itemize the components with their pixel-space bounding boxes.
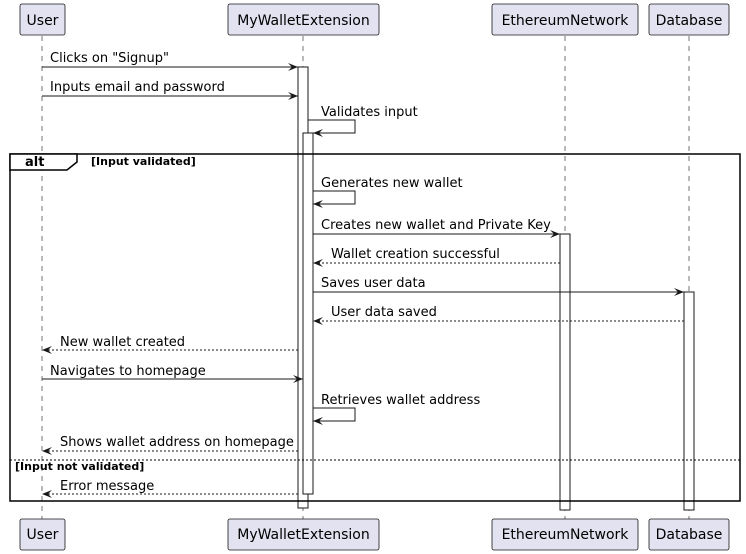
participant-user-top[interactable]: User xyxy=(19,3,66,36)
arrowhead-icon xyxy=(313,259,323,267)
message-label: Navigates to homepage xyxy=(50,364,206,379)
message: Shows wallet address on homepage xyxy=(42,435,298,455)
participant-eth-top[interactable]: EthereumNetwork xyxy=(491,3,639,36)
message: Validates input xyxy=(308,105,418,137)
message: Creates new wallet and Private Key xyxy=(313,218,560,238)
participant-box xyxy=(227,3,380,36)
message: Error message xyxy=(42,479,298,498)
alt-keyword: alt xyxy=(25,155,44,170)
arrowhead-icon xyxy=(42,490,52,498)
participant-box xyxy=(648,518,730,551)
alt-guard-validated: [Input validated] xyxy=(91,155,196,168)
alt-guard-not-validated: [Input not validated] xyxy=(15,460,144,473)
arrowhead-icon xyxy=(313,200,323,208)
participant-label: MyWalletExtension xyxy=(237,527,370,543)
message-label: Wallet creation successful xyxy=(331,247,500,262)
message-label: Shows wallet address on homepage xyxy=(60,435,294,450)
participant-db-bottom[interactable]: Database xyxy=(648,518,730,551)
participant-ext-bottom[interactable]: MyWalletExtension xyxy=(227,518,380,551)
participant-box xyxy=(19,518,66,551)
participant-label: Database xyxy=(656,13,723,29)
message: Inputs email and password xyxy=(42,80,298,100)
messages: Clicks on "Signup" Inputs email and passw… xyxy=(42,51,684,498)
message-label: Clicks on "Signup" xyxy=(50,51,169,66)
message: Navigates to homepage xyxy=(42,364,303,383)
alt-fragment: alt [Input validated] [Input not validat… xyxy=(9,153,741,502)
participant-box xyxy=(227,518,380,551)
message-label: Error message xyxy=(60,479,154,494)
participant-box xyxy=(491,518,639,551)
participant-db-top[interactable]: Database xyxy=(648,3,730,36)
participant-label: User xyxy=(27,527,59,543)
arrowhead-icon xyxy=(313,129,323,137)
participant-box xyxy=(491,3,639,36)
participants-bottom: User MyWalletExtension EthereumNetwork D… xyxy=(19,518,730,551)
participants-top: User MyWalletExtension EthereumNetwork D… xyxy=(19,3,730,36)
activation-ext-inner xyxy=(302,132,314,495)
participant-eth-bottom[interactable]: EthereumNetwork xyxy=(491,518,639,551)
message-label: Validates input xyxy=(321,105,418,120)
alt-tab xyxy=(9,153,78,171)
arrowhead-icon xyxy=(550,230,560,238)
activation-eth xyxy=(559,233,571,511)
participant-label: MyWalletExtension xyxy=(237,13,370,29)
participant-box xyxy=(648,3,730,36)
message-label: Saves user data xyxy=(321,276,426,291)
message: Saves user data xyxy=(313,276,684,296)
arrowhead-icon xyxy=(42,346,52,354)
message-line xyxy=(313,407,356,422)
participant-label: EthereumNetwork xyxy=(502,13,630,29)
message-label: Creates new wallet and Private Key xyxy=(321,218,551,233)
participant-label: User xyxy=(27,13,59,29)
arrowhead-icon xyxy=(293,375,303,383)
participant-label: EthereumNetwork xyxy=(502,527,630,543)
message-label: User data saved xyxy=(331,305,437,320)
participant-box xyxy=(19,3,66,36)
message: Clicks on "Signup" xyxy=(42,51,298,71)
arrowhead-icon xyxy=(313,317,323,325)
message: Retrieves wallet address xyxy=(313,393,480,425)
activation-bars xyxy=(297,66,695,511)
participant-ext-top[interactable]: MyWalletExtension xyxy=(227,3,380,36)
message-label: Inputs email and password xyxy=(50,80,225,95)
arrowhead-icon xyxy=(288,63,298,71)
participant-user-bottom[interactable]: User xyxy=(19,518,66,551)
message-line xyxy=(308,119,356,134)
message: Generates new wallet xyxy=(313,176,463,208)
message-label: Generates new wallet xyxy=(321,176,463,191)
message-label: New wallet created xyxy=(60,335,185,350)
activation-db xyxy=(683,291,695,511)
arrowhead-icon xyxy=(42,447,52,455)
message: Wallet creation successful xyxy=(313,247,560,267)
arrowhead-icon xyxy=(674,288,684,296)
message-label: Retrieves wallet address xyxy=(321,393,480,408)
arrowhead-icon xyxy=(313,417,323,425)
arrowhead-icon xyxy=(288,92,298,100)
alt-frame xyxy=(9,153,741,502)
message: User data saved xyxy=(313,305,684,325)
participant-label: Database xyxy=(656,527,723,543)
message-line xyxy=(313,190,356,205)
message: New wallet created xyxy=(42,335,298,354)
